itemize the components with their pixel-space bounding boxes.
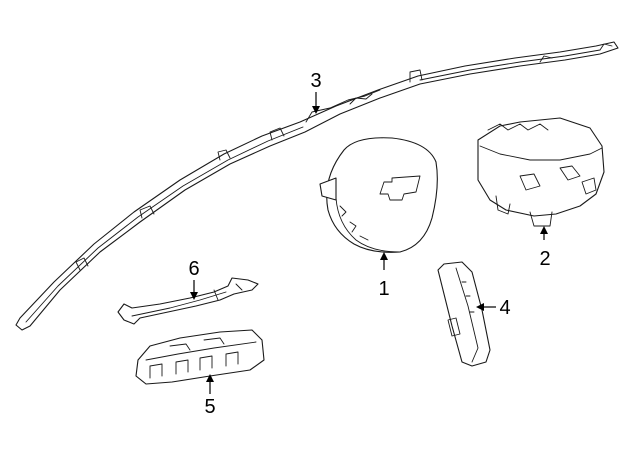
part-2-passenger-airbag[interactable] — [477, 117, 605, 227]
part-4-side-sensor[interactable] — [437, 261, 491, 367]
arrowhead-2 — [540, 226, 548, 234]
callout-leaders — [190, 92, 548, 394]
part-6-bracket[interactable] — [117, 277, 259, 325]
arrowhead-5 — [206, 374, 214, 382]
part-1-driver-airbag[interactable] — [319, 137, 438, 253]
part-3-curtain-airbag[interactable] — [15, 41, 619, 331]
callout-labels: 1 2 3 4 5 6 — [188, 70, 550, 418]
callout-number-5: 5 — [204, 396, 215, 418]
callout-number-1: 1 — [378, 278, 389, 300]
callout-number-6: 6 — [188, 258, 199, 280]
part-5-sensing-module[interactable] — [135, 329, 265, 385]
callout-number-4: 4 — [499, 297, 510, 319]
arrowhead-3 — [312, 106, 320, 114]
arrowhead-1 — [380, 252, 388, 260]
callout-number-3: 3 — [310, 70, 321, 92]
arrowhead-6 — [190, 292, 198, 300]
arrowhead-4 — [476, 303, 484, 311]
callout-number-2: 2 — [539, 248, 550, 270]
